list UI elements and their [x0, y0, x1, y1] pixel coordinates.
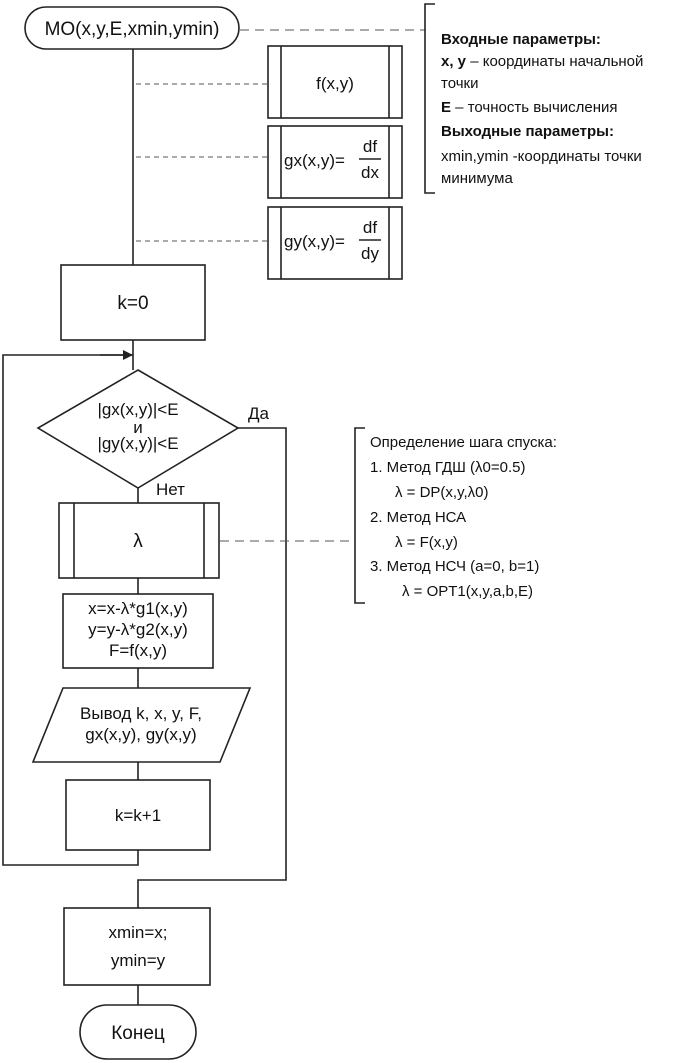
init-label: k=0: [117, 293, 148, 314]
step-note-l1: 1. Метод ГДШ (λ0=0.5): [370, 459, 525, 476]
subroutine-f: [267, 45, 403, 119]
decision-line1: |gx(x,y)|<E: [97, 400, 178, 419]
decision-diamond: [36, 369, 240, 489]
params-e-line: E – точность вычисления: [441, 99, 618, 116]
step-note-l3: 2. Метод НСА: [370, 509, 466, 526]
init-block: [60, 264, 206, 341]
gx-prefix: gx(x,y)=: [284, 151, 345, 170]
params-xy-line: x, y – координаты начальной: [441, 53, 643, 70]
output-parallelogram: [31, 687, 252, 763]
step-note-l2: λ = DP(x,y,λ0): [395, 484, 489, 501]
connector-incr-to-loop: [2, 354, 139, 866]
update-l1: x=x-λ*g1(x,y): [88, 599, 188, 618]
subroutine-gy: [267, 206, 403, 280]
step-note-l4: λ = F(x,y): [395, 534, 458, 551]
end-label: Конец: [111, 1023, 165, 1044]
lambda-label: λ: [133, 531, 143, 552]
params-xy-line2: точки: [441, 75, 478, 92]
end-terminator: [79, 1004, 197, 1060]
step-note-l5: 3. Метод НСЧ (a=0, b=1): [370, 558, 539, 575]
params-bracket: [424, 3, 435, 194]
start-terminator: [24, 6, 240, 50]
gx-numerator: df: [363, 137, 377, 156]
params-out-line2: минимума: [441, 170, 513, 187]
update-block: [62, 593, 214, 669]
gy-denominator: dy: [361, 244, 379, 263]
increment-block: [65, 779, 211, 851]
step-note-title: Определение шага спуска:: [370, 434, 557, 451]
increment-label: k=k+1: [115, 806, 161, 825]
decision-no-label: Нет: [156, 480, 185, 499]
update-l3: F=f(x,y): [109, 641, 167, 660]
output-l1: Вывод k, x, y, F,: [80, 704, 202, 723]
params-output-header: Выходные параметры:: [441, 123, 614, 140]
subroutine-gx: [267, 125, 403, 199]
step-note-l6: λ = OPT1(x,y,a,b,E): [402, 583, 533, 600]
gx-denominator: dx: [361, 163, 379, 182]
connector-yes-branch: [137, 427, 287, 908]
params-input-header: Входные параметры:: [441, 31, 601, 48]
gy-numerator: df: [363, 218, 377, 237]
subroutine-f-label: f(x,y): [316, 74, 354, 93]
update-l2: y=y-λ*g2(x,y): [88, 620, 188, 639]
start-label: MO(x,y,E,xmin,ymin): [45, 19, 220, 40]
decision-line3: |gy(x,y)|<E: [97, 434, 178, 453]
result-block: [63, 907, 211, 986]
lambda-subroutine: [58, 502, 220, 579]
step-note-bracket: [354, 427, 365, 604]
gy-prefix: gy(x,y)=: [284, 232, 345, 251]
result-l1: xmin=x;: [108, 923, 167, 942]
params-out-line1: xmin,ymin -координаты точки: [441, 148, 642, 165]
result-l2: ymin=y: [111, 951, 166, 970]
output-l2: gx(x,y), gy(x,y): [85, 725, 196, 744]
decision-yes-label: Да: [248, 404, 270, 423]
decision-line2: и: [133, 418, 143, 437]
